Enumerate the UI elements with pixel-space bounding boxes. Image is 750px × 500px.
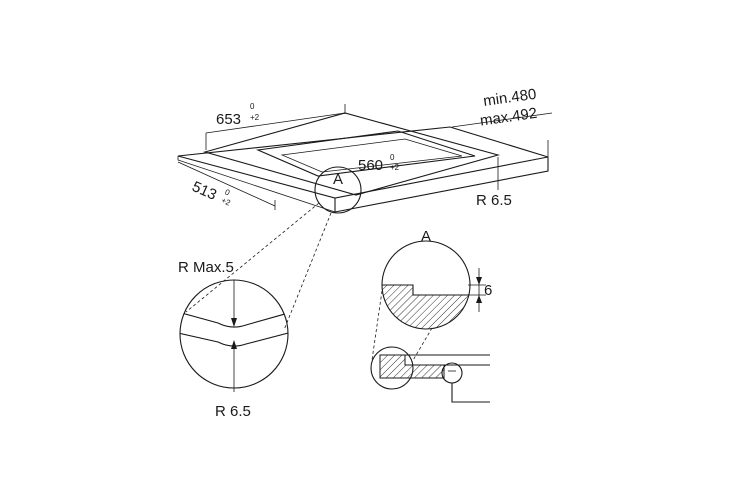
cutout-tolerance-upper: 0 <box>390 153 395 162</box>
radius-top-label: R 6.5 <box>476 192 512 209</box>
depth-tolerance-upper: 0 <box>223 187 231 197</box>
radius-bottom-label: R 6.5 <box>215 403 251 420</box>
width-dimension: 653 <box>216 111 241 128</box>
depth-dimension: 513 <box>189 178 219 204</box>
cutout-width-dimension: 560 <box>358 157 383 174</box>
detail-a-title: A <box>421 228 431 245</box>
width-tolerance-lower: +2 <box>250 113 260 122</box>
worktop-view <box>177 104 553 214</box>
radius-max-label: R Max.5 <box>178 259 234 276</box>
width-tolerance-upper: 0 <box>250 102 255 111</box>
depth-tolerance-lower: +2 <box>220 196 232 208</box>
detail-marker-label: A <box>333 171 343 188</box>
detail-a-view <box>370 240 490 403</box>
hob-glass <box>202 112 501 196</box>
cutout-tolerance-lower: +2 <box>390 163 400 172</box>
section-small-circle <box>441 362 463 384</box>
cutout <box>255 130 476 177</box>
edge-detail-view <box>179 279 289 392</box>
height-dimension: 6 <box>484 282 492 299</box>
detail-marker-circle <box>314 166 362 214</box>
